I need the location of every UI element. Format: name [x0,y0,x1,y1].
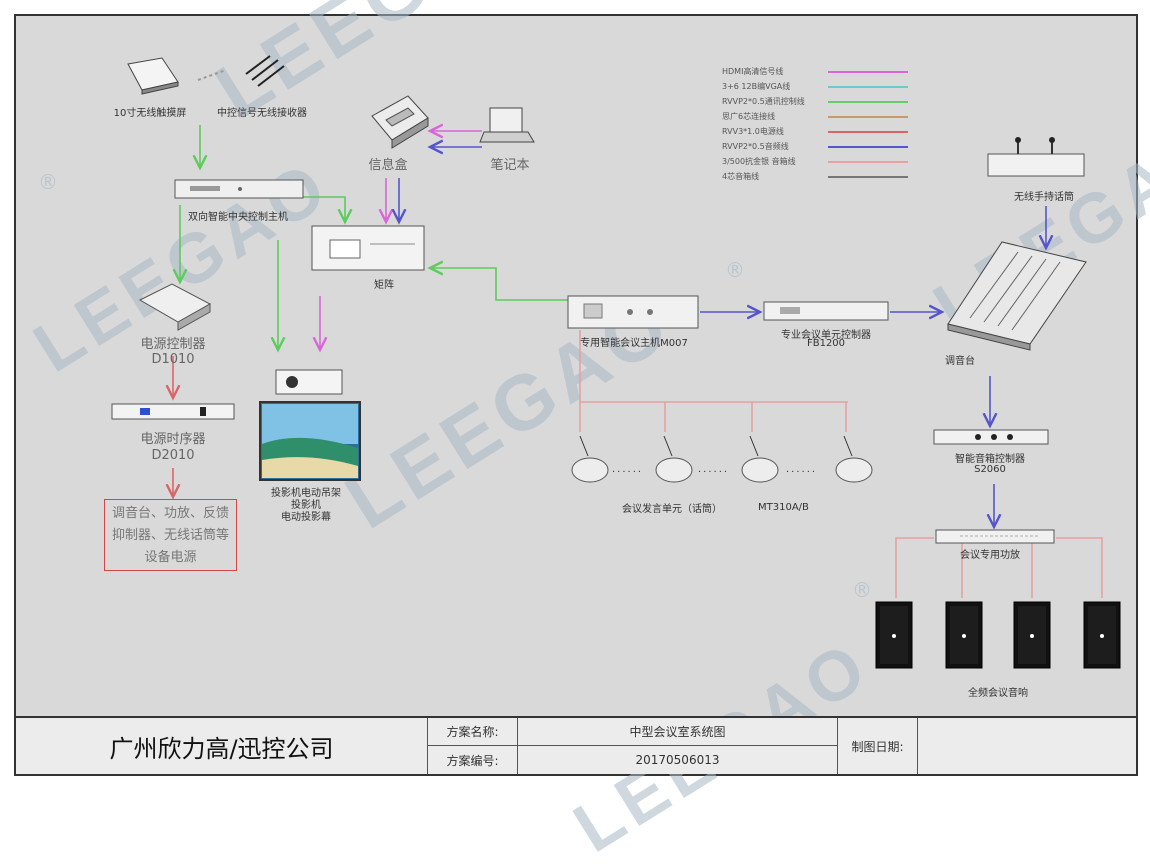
speaker-2 [945,601,983,669]
legend-swatch [828,161,908,163]
cable-legend: HDMI高清信号线 3+6 12B编VGA线 RVVP2*0.5通讯控制线 思广… [722,66,912,186]
mixer-label: 调音台 [945,356,975,367]
power-sequencer-icon [111,403,235,420]
date-label: 制图日期: [838,718,918,774]
legend-swatch [828,131,908,133]
projector-icon [275,369,343,395]
speaker-1 [875,601,913,669]
legend-label: 4芯音箱线 [722,172,760,181]
touch-screen-icon [127,57,179,95]
legend-label: RVVP2*0.5音频线 [722,142,789,151]
info-box-label: 信息盒 [368,158,408,173]
speaker-controller-icon [933,429,1049,445]
speech-unit-1 [571,435,609,483]
wireless-mic-icon [987,137,1085,177]
legend-row: RVVP2*0.5音频线 [722,141,912,156]
speakers-label: 全频会议音响 [968,688,1028,699]
speaker-4 [1083,601,1121,669]
speech-dots-1: ...... [612,464,644,475]
speech-units-label: 会议发言单元（话筒） [622,504,722,515]
central-controller-icon [174,179,304,199]
matrix-icon [311,225,425,271]
laptop-icon [479,107,535,143]
amplifier-label: 会议专用功放 [960,550,1020,561]
legend-row: RVVP2*0.5通讯控制线 [722,96,912,111]
unit-controller-label: 专业会议单元控制器 [781,330,871,341]
legend-row: 思广6芯连接线 [722,111,912,126]
line-controller-to-matrix [300,196,345,222]
legend-label: 思广6芯连接线 [722,112,776,121]
speech-unit-icons [571,435,873,483]
projector-label-1: 投影机电动吊架 [271,488,341,499]
projector-label-3: 电动投影幕 [281,512,331,523]
touch-screen-label: 10寸无线触摸屏 [113,108,187,119]
laptop-label: 笔记本 [490,158,530,173]
legend-swatch [828,176,908,178]
speech-unit-4 [835,435,873,483]
speaker-controller-label: 智能音箱控制器 [955,454,1025,465]
system-diagram [111,55,1121,669]
legend-swatch [828,116,908,118]
legend-row: 3+6 12B编VGA线 [722,81,912,96]
info-box-icon [371,95,429,149]
line-host-to-matrix [430,268,568,301]
speaker-controller-model: S2060 [974,464,1006,475]
projector-label-2: 投影机 [291,500,321,511]
scheme-name-label: 方案名称: [428,718,518,746]
drawing-sheet: LEEGAO LEEGAO LEEGAO LEEGAO LEEGAO ® ® ® [14,0,1150,867]
watermark-registered-3: ® [852,578,872,602]
line-amp-to-speaker-left [895,537,934,598]
conference-host-label: 专用智能会议主机M007 [580,338,688,349]
watermark-registered-1: ® [38,170,58,194]
unit-controller-icon [763,301,889,321]
legend-row: 3/500抗金银 音箱线 [722,156,912,171]
legend-swatch [828,146,908,148]
power-sequencer-label: 电源时序器 [140,432,206,447]
legend-row: HDMI高清信号线 [722,66,912,81]
connection-lines [173,125,1103,598]
legend-label: RVVP2*0.5通讯控制线 [722,97,805,106]
scheme-no-label: 方案编号: [428,746,518,774]
power-note-box: 调音台、功放、反馈抑制器、无线话筒等设备电源 [104,499,237,571]
watermark-registered-2: ® [725,258,745,282]
speaker-icons [875,601,1121,669]
power-sequencer-model: D2010 [151,448,195,463]
wireless-receiver-icon [197,55,285,87]
unit-controller-model: FB1200 [806,338,846,349]
line-amp-to-speaker-right [1056,537,1103,598]
central-controller-label: 双向智能中央控制主机 [188,212,288,223]
legend-label: 3/500抗金银 音箱线 [722,157,796,166]
wireless-mic-label: 无线手持话筒 [1014,192,1074,203]
wireless-receiver-label: 中控信号无线接收器 [217,108,307,119]
speech-units-model: MT310A/B [758,502,809,513]
mixer-icon [947,241,1087,351]
amplifier-icon [935,529,1055,544]
speech-unit-2 [655,435,693,483]
legend-row: 4芯音箱线 [722,171,912,186]
power-controller-icon [138,283,212,331]
scheme-name-value: 中型会议室系统图 [518,718,838,746]
date-value [918,718,1134,774]
legend-swatch [828,86,908,88]
company-name: 广州欣力高/迅控公司 [16,718,428,774]
projection-screen-icon [259,401,361,481]
scheme-no-value: 20170506013 [518,746,838,774]
speech-unit-3 [741,435,779,483]
speech-dots-3: ...... [786,464,818,475]
speaker-3 [1013,601,1051,669]
legend-label: HDMI高清信号线 [722,67,784,76]
speech-dots-2: ...... [698,464,730,475]
legend-swatch [828,101,908,103]
legend-label: RVV3*1.0电源线 [722,127,784,136]
legend-swatch [828,71,908,73]
title-block: 广州欣力高/迅控公司 方案名称: 方案编号: 中型会议室系统图 20170506… [16,716,1136,774]
legend-label: 3+6 12B编VGA线 [722,82,791,91]
conference-host-icon [567,295,699,329]
power-controller-label: 电源控制器 [140,337,206,352]
matrix-label: 矩阵 [374,280,394,291]
legend-row: RVV3*1.0电源线 [722,126,912,141]
power-controller-model: D1010 [151,352,195,367]
